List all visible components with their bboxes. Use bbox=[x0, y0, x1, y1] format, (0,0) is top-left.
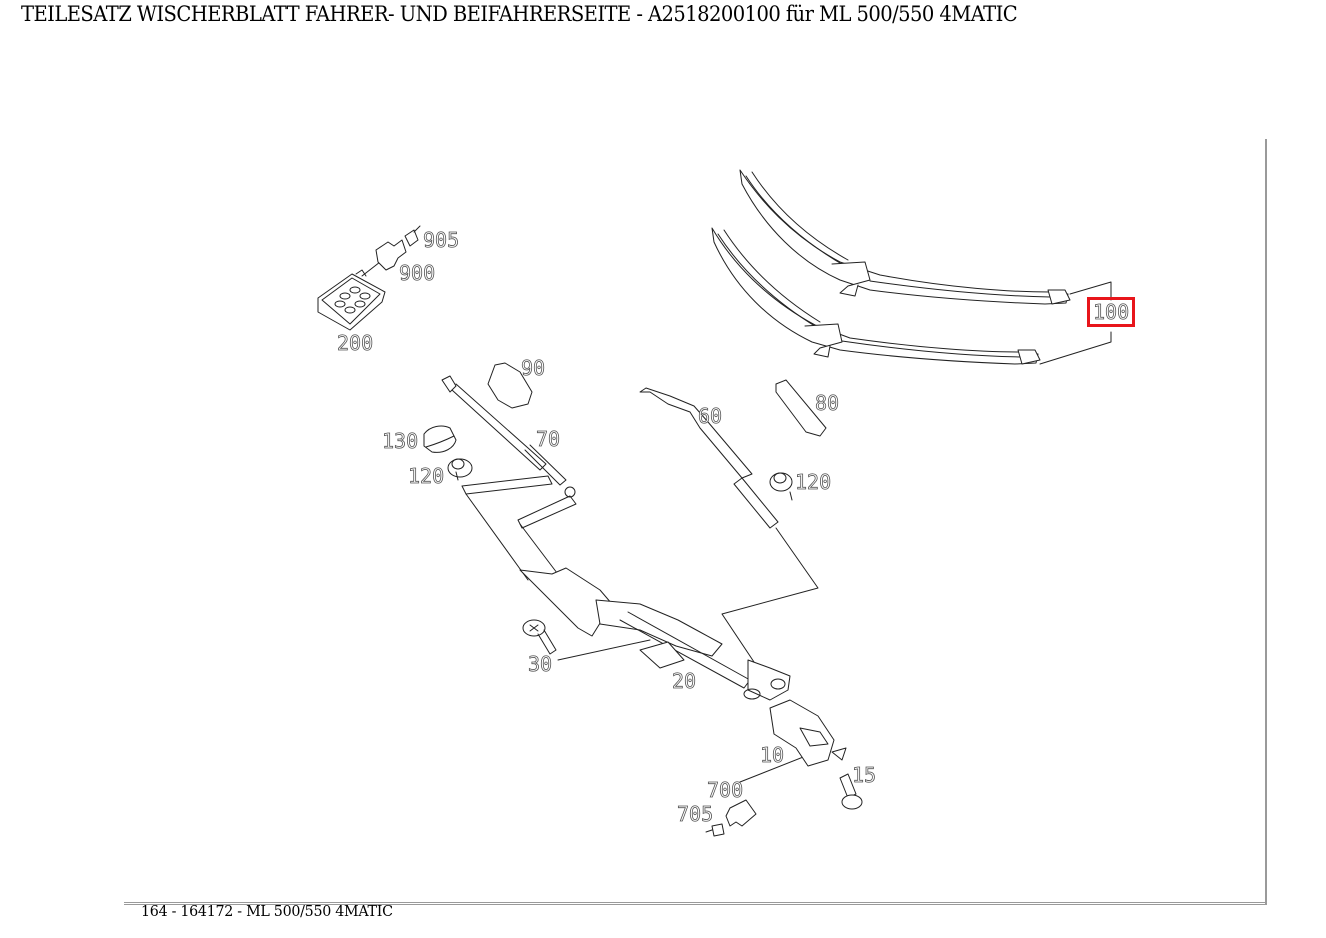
callout-30[interactable]: 30 bbox=[528, 652, 553, 676]
screw-30[interactable] bbox=[522, 619, 557, 655]
callout-905[interactable]: 905 bbox=[423, 228, 460, 252]
callout-15[interactable]: 15 bbox=[852, 763, 877, 787]
wiper-blade-passenger[interactable] bbox=[711, 227, 1041, 365]
connector-housing-700[interactable] bbox=[725, 799, 757, 827]
diagram-frame-bottom-border bbox=[124, 902, 1267, 905]
terminal-905[interactable] bbox=[404, 225, 421, 247]
callout-900[interactable]: 900 bbox=[399, 261, 436, 285]
callout-700[interactable]: 700 bbox=[707, 778, 744, 802]
callout-130[interactable]: 130 bbox=[382, 429, 419, 453]
callout-20[interactable]: 20 bbox=[672, 669, 697, 693]
leader-line-200-900 bbox=[361, 261, 381, 277]
wiper-linkage-20[interactable] bbox=[519, 567, 791, 701]
cap-130[interactable] bbox=[423, 425, 457, 453]
nut-120-right[interactable] bbox=[769, 472, 793, 492]
cover-80[interactable] bbox=[775, 379, 827, 437]
wiper-arm-70[interactable] bbox=[441, 375, 577, 529]
diagram-footer-caption: 164 - 164172 - ML 500/550 4MATIC bbox=[141, 902, 393, 920]
wiper-motor-10[interactable] bbox=[769, 699, 847, 767]
terminal-705[interactable] bbox=[705, 823, 725, 837]
callout-200[interactable]: 200 bbox=[337, 331, 374, 355]
wiper-blade-driver[interactable] bbox=[739, 169, 1071, 305]
callout-100-selected[interactable]: 100 bbox=[1087, 297, 1136, 327]
callout-60[interactable]: 60 bbox=[698, 404, 723, 428]
callout-120-right[interactable]: 120 bbox=[795, 470, 832, 494]
connector-housing-900[interactable] bbox=[375, 239, 407, 271]
callout-80[interactable]: 80 bbox=[815, 391, 840, 415]
cap-130-edge bbox=[425, 435, 455, 448]
bolt-15[interactable] bbox=[839, 773, 863, 810]
callout-bracket-100 bbox=[1039, 281, 1112, 365]
connector-200[interactable] bbox=[317, 269, 386, 331]
callout-70[interactable]: 70 bbox=[536, 427, 561, 451]
leader-lines bbox=[455, 471, 827, 783]
cover-cap-90[interactable] bbox=[487, 362, 533, 409]
callout-120-left[interactable]: 120 bbox=[408, 464, 445, 488]
callout-90[interactable]: 90 bbox=[521, 356, 546, 380]
nut-120-left[interactable] bbox=[447, 458, 473, 478]
diagram-frame-right-border bbox=[1265, 139, 1267, 904]
wiper-arm-60[interactable] bbox=[639, 387, 779, 529]
callout-10[interactable]: 10 bbox=[760, 743, 785, 767]
callout-705[interactable]: 705 bbox=[677, 802, 714, 826]
page-title: TEILESATZ WISCHERBLATT FAHRER- UND BEIFA… bbox=[21, 2, 1018, 26]
